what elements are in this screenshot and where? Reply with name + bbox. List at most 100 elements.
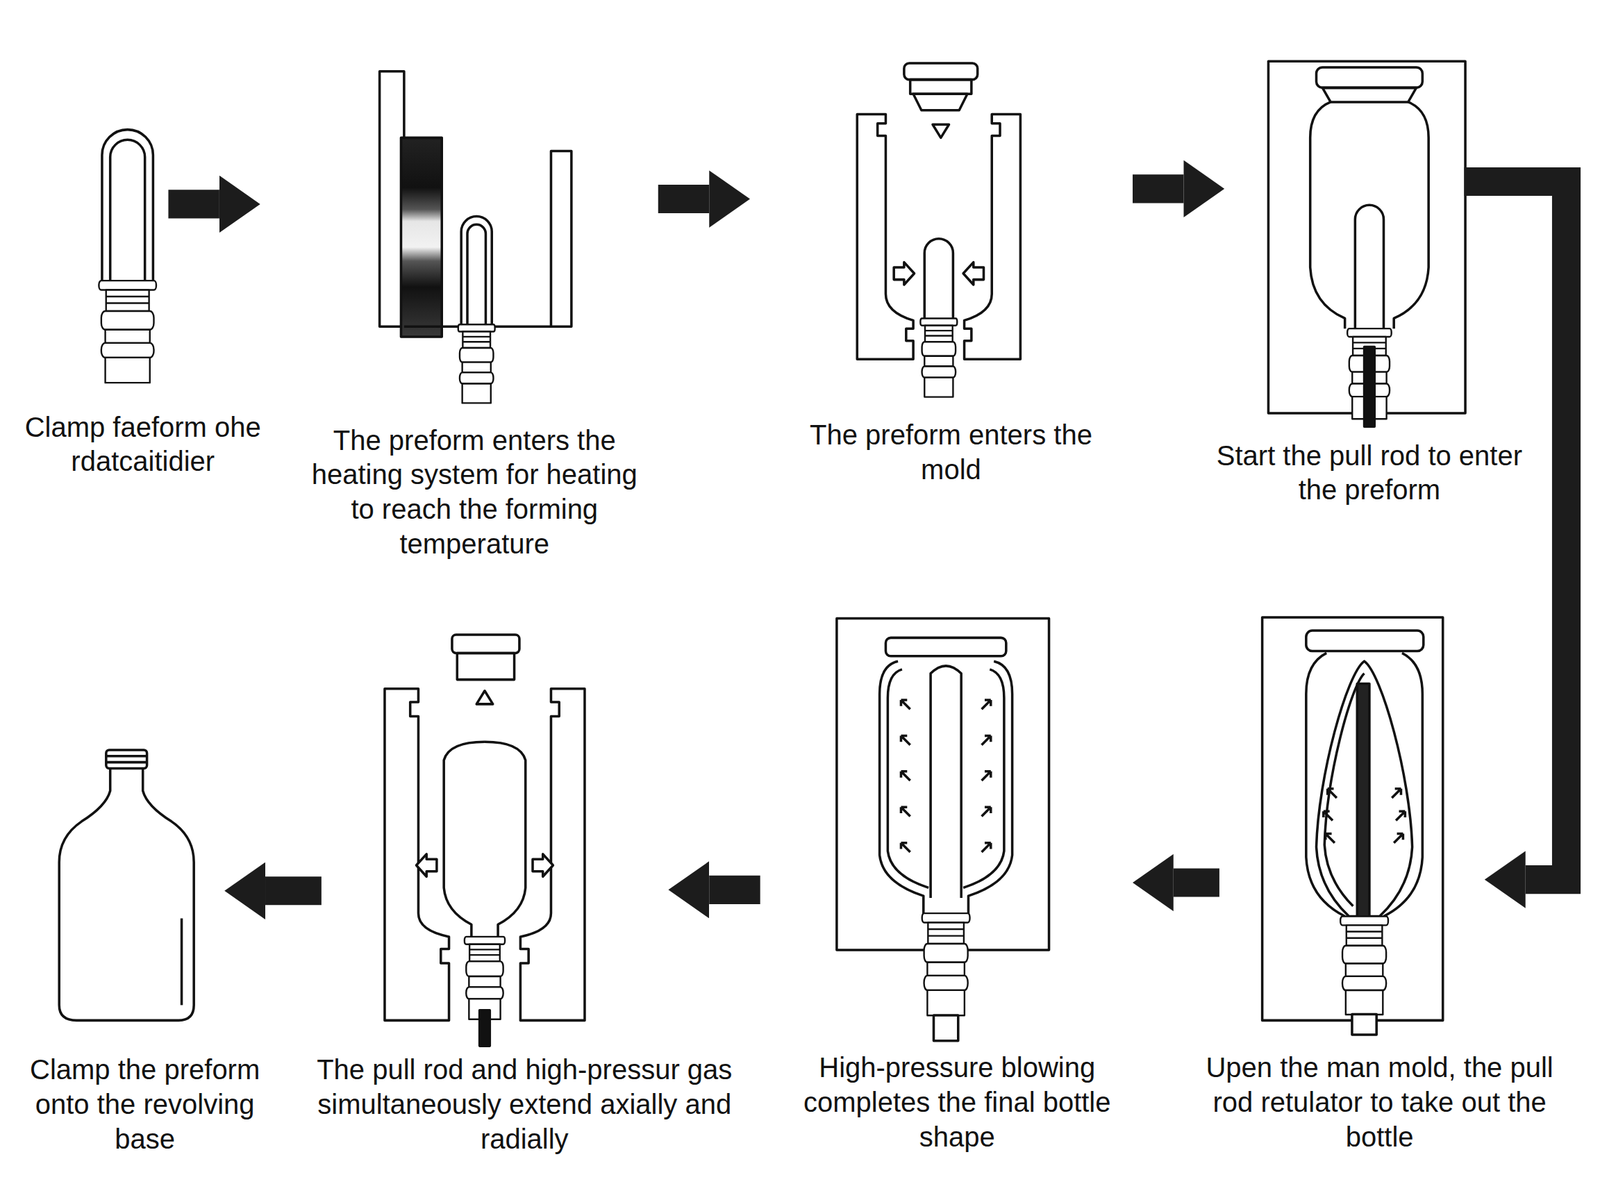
pull-rod xyxy=(930,665,962,898)
blow-nozzle xyxy=(904,63,978,80)
blow-nozzle xyxy=(452,634,520,653)
mold-half xyxy=(520,688,585,1021)
blow-nozzle xyxy=(1306,630,1424,651)
pressure-arrow xyxy=(1391,788,1401,798)
finished-bottle xyxy=(59,750,194,1021)
stretching-mold xyxy=(1262,617,1444,1035)
pressure-arrow xyxy=(981,700,991,710)
blow-nozzle xyxy=(885,637,1006,656)
pressure-arrow xyxy=(900,771,910,781)
caption-block: Upen the man mold, the pull rod retulato… xyxy=(1190,1050,1569,1155)
preform-neck xyxy=(464,936,505,1020)
process-step: Start the pull rod to enter the preform xyxy=(1224,56,1464,429)
flow-arrow xyxy=(1132,174,1184,203)
pressure-arrow xyxy=(1327,788,1337,798)
blow-nozzle xyxy=(456,652,514,680)
pressure-arrow xyxy=(1325,833,1335,843)
pressure-arrow xyxy=(900,700,910,710)
bottle-highlight xyxy=(180,918,184,1005)
blow-nozzle xyxy=(913,93,968,111)
process-step: High-pressure blowing completes the fina… xyxy=(760,612,1133,1041)
mold-arrow xyxy=(893,262,914,285)
heater-lamp xyxy=(400,137,442,337)
caption-block: The preform enters the heating system fo… xyxy=(311,423,638,562)
step-caption: The preform enters the heating system fo… xyxy=(311,423,638,562)
neck-holder xyxy=(1352,1014,1377,1035)
bottle-wall xyxy=(443,741,485,937)
bottle-inner xyxy=(887,669,929,888)
preform-body xyxy=(102,129,153,282)
illustrations xyxy=(59,61,1466,1046)
flow-arrow xyxy=(709,875,760,905)
bottle-wall xyxy=(879,661,924,919)
process-step: Clamp faeform ohe rdatcaitidier xyxy=(61,122,169,398)
preform-drawing xyxy=(98,129,157,384)
step-caption: Clamp the preform onto the revolving bas… xyxy=(6,1052,283,1157)
mold-half xyxy=(963,114,1021,360)
pressure-arrow xyxy=(1395,811,1405,821)
oven-wall xyxy=(550,150,571,327)
process-step: Clamp the preform onto the revolving bas… xyxy=(20,739,225,1031)
step-caption: Start the pull rod to enter the preform xyxy=(1211,438,1528,508)
neck-holder xyxy=(933,1015,958,1041)
pull-rod xyxy=(1356,683,1370,919)
preform-inner xyxy=(110,139,146,282)
bottle-inner xyxy=(963,669,1005,888)
flow-arrow xyxy=(1464,181,1567,880)
mold-half xyxy=(856,114,914,360)
step-caption: Upen the man mold, the pull rod retulato… xyxy=(1190,1050,1569,1155)
pressure-arrow xyxy=(981,771,991,781)
blowing-mold xyxy=(836,618,1050,1041)
blow-nozzle xyxy=(1316,67,1423,88)
mold-frame xyxy=(1262,617,1444,1021)
mold-half xyxy=(856,114,914,360)
caption-block: High-pressure blowing completes the fina… xyxy=(783,1050,1131,1155)
preform-inner xyxy=(467,224,486,325)
pressure-arrow xyxy=(900,735,910,745)
bottle-cavity xyxy=(1310,102,1346,329)
mold-half xyxy=(384,688,450,1021)
pressure-arrow xyxy=(981,806,991,816)
preform-neck xyxy=(98,280,157,383)
preform-neck xyxy=(922,913,971,1016)
pressure-arrow xyxy=(1393,833,1403,843)
direction-arrow xyxy=(476,690,494,705)
flow-arrow xyxy=(658,184,710,214)
preform-neck xyxy=(920,318,957,397)
preform-body xyxy=(461,216,492,325)
mold-half xyxy=(384,688,450,1021)
flow-arrow xyxy=(1173,868,1220,897)
mold-frame xyxy=(836,618,1050,950)
caption-block: Clamp the preform onto the revolving bas… xyxy=(6,1052,283,1157)
preform-body xyxy=(1354,204,1384,329)
step-caption: The pull rod and high-pressur gas simult… xyxy=(300,1052,750,1157)
opening-mold xyxy=(384,634,585,1046)
heating-system xyxy=(379,71,572,404)
pressure-arrow xyxy=(981,843,991,853)
bottle-wall xyxy=(968,661,1012,919)
pressure-arrow xyxy=(900,843,910,853)
preform-neck xyxy=(458,324,496,403)
closed-mold xyxy=(1268,61,1466,427)
step-caption: Clamp faeform ohe rdatcaitidier xyxy=(0,410,286,480)
caption-block: The pull rod and high-pressur gas simult… xyxy=(300,1052,750,1157)
process-step: The pull rod and high-pressur gas simult… xyxy=(321,622,669,1051)
bottle-cap xyxy=(106,750,148,769)
process-step: Upen the man mold, the pull rod retulato… xyxy=(1219,606,1485,1036)
preform-body xyxy=(924,238,953,319)
process-step: The preform enters the mold xyxy=(750,56,1133,404)
preform-neck xyxy=(1340,916,1389,1015)
pressure-arrow xyxy=(1323,811,1333,821)
blow-nozzle xyxy=(910,79,972,95)
step-caption: High-pressure blowing completes the fina… xyxy=(783,1050,1131,1155)
pull-rod xyxy=(1364,347,1375,428)
process-step: The preform enters the heating system fo… xyxy=(260,61,659,409)
cap-thread xyxy=(106,756,148,763)
bottle-cavity xyxy=(1393,102,1429,329)
pressure-arrow xyxy=(900,806,910,816)
mold-arrow xyxy=(416,854,437,877)
caption-block: The preform enters the mold xyxy=(802,418,1099,487)
